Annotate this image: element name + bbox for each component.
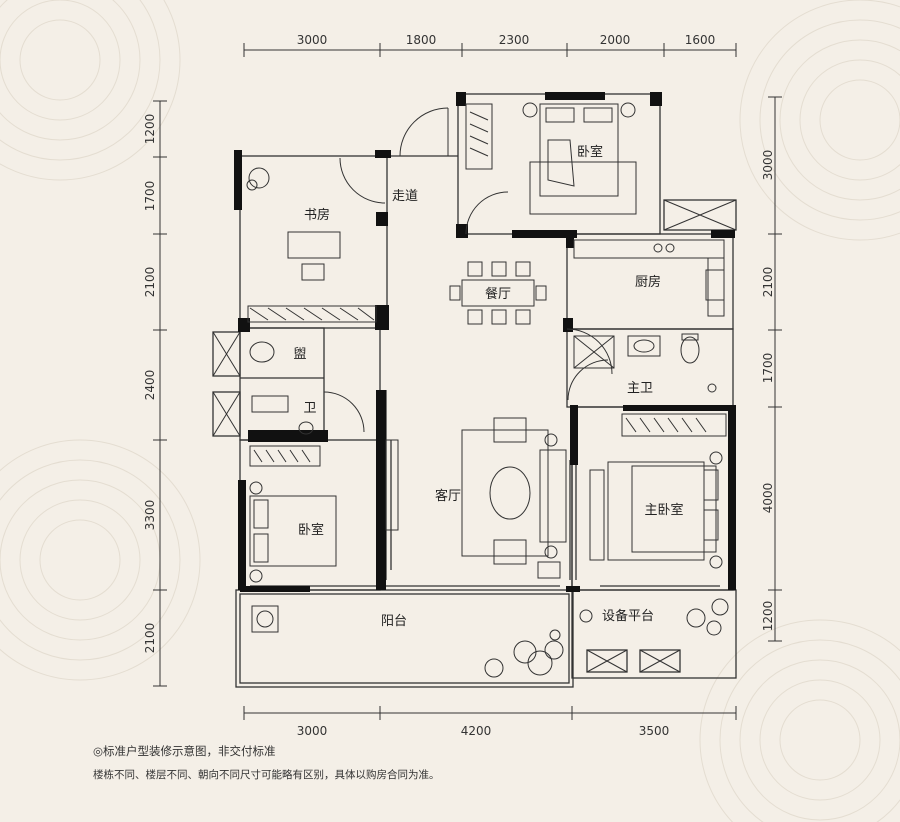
label-bedroom-left: 卧室 bbox=[298, 522, 324, 538]
disclaimer-line-1: ◎标准户型装修示意图，非交付标准 bbox=[93, 744, 276, 758]
washbasin bbox=[627, 335, 661, 357]
study-door-swing bbox=[339, 157, 386, 204]
dim-right-3: 1700 bbox=[761, 353, 775, 384]
washing-machine-icon bbox=[251, 605, 279, 633]
kitchen-counter bbox=[573, 239, 725, 259]
label-bathroom: 卫 bbox=[303, 401, 316, 416]
toilet-icon bbox=[680, 336, 700, 364]
dim-left-4: 2400 bbox=[143, 370, 157, 401]
arc-group-bottom-left bbox=[0, 439, 201, 681]
dimension-labels-right: 3000 2100 1700 4000 1200 bbox=[761, 150, 775, 632]
dining-table bbox=[461, 279, 535, 307]
shower-stall bbox=[573, 335, 615, 369]
label-balcony: 阳台 bbox=[381, 614, 407, 629]
dimension-labels-left: 1200 1700 2100 2400 3300 2100 bbox=[143, 114, 157, 654]
coffee-table bbox=[489, 466, 531, 520]
master-bath-door-swing bbox=[567, 359, 609, 401]
arc-group-top-right bbox=[739, 0, 900, 241]
label-bedroom-top: 卧室 bbox=[577, 144, 603, 160]
dim-bottom-2: 4200 bbox=[461, 724, 492, 738]
label-dining: 餐厅 bbox=[485, 286, 511, 302]
dim-top-5: 1600 bbox=[685, 33, 716, 47]
tv-cabinet bbox=[385, 439, 399, 531]
label-master-bath: 主卫 bbox=[627, 381, 653, 396]
dim-right-4: 4000 bbox=[761, 483, 775, 514]
rug-top bbox=[529, 161, 637, 215]
label-washroom: 盥 bbox=[293, 347, 306, 362]
dim-top-2: 1800 bbox=[406, 33, 437, 47]
dim-left-3: 2100 bbox=[143, 267, 157, 298]
label-living: 客厅 bbox=[435, 488, 461, 504]
bathtub-icon bbox=[251, 395, 289, 413]
dimension-lines bbox=[153, 43, 782, 720]
dim-top-4: 2000 bbox=[600, 33, 631, 47]
small-bath-door-swing bbox=[323, 391, 365, 433]
plant-icon bbox=[248, 167, 270, 189]
wardrobe-left bbox=[249, 445, 321, 467]
dim-left-5: 3300 bbox=[143, 500, 157, 531]
arc-group-top-left bbox=[0, 0, 181, 181]
dim-right-1: 3000 bbox=[761, 150, 775, 181]
bed-master bbox=[631, 465, 717, 553]
label-study: 书房 bbox=[304, 207, 330, 223]
basin-icon bbox=[249, 341, 275, 363]
dim-right-2: 2100 bbox=[761, 267, 775, 298]
arc-group-bottom-right bbox=[699, 619, 900, 822]
study-desk bbox=[287, 231, 341, 259]
bedroom-door-swing bbox=[465, 191, 509, 235]
dim-bottom-3: 3500 bbox=[639, 724, 670, 738]
sofa bbox=[539, 449, 567, 543]
thick-walls bbox=[234, 92, 736, 592]
bed-left bbox=[249, 495, 337, 567]
entry-door-swing bbox=[399, 107, 449, 157]
dim-right-5: 1200 bbox=[761, 601, 775, 632]
room-labels: 卧室 走道 书房 餐厅 厨房 盥 卫 主卫 客厅 卧室 主卧室 阳台 设备平台 bbox=[293, 144, 683, 629]
living-rug bbox=[461, 429, 549, 557]
dimension-labels-top: 3000 1800 2300 2000 1600 bbox=[297, 33, 716, 47]
wardrobe-master bbox=[621, 413, 727, 437]
dimension-labels-bottom: 3000 4200 3500 bbox=[297, 724, 670, 738]
thin-walls bbox=[212, 93, 737, 688]
door-swings bbox=[323, 107, 613, 433]
wardrobe-top bbox=[465, 103, 493, 170]
dim-bottom-1: 3000 bbox=[297, 724, 328, 738]
label-kitchen: 厨房 bbox=[635, 274, 661, 290]
bed-top bbox=[539, 103, 619, 197]
dim-top-3: 2300 bbox=[499, 33, 530, 47]
study-chair bbox=[301, 263, 325, 281]
label-corridor: 走道 bbox=[392, 189, 418, 204]
dim-left-2: 1700 bbox=[143, 181, 157, 212]
disclaimer-line-2: 楼栋不同、楼层不同、朝向不同尺寸可能略有区别，具体以购房合同为准。 bbox=[93, 769, 440, 781]
furniture bbox=[212, 102, 737, 678]
dim-left-6: 2100 bbox=[143, 623, 157, 654]
dim-left-1: 1200 bbox=[143, 114, 157, 145]
study-shelf bbox=[247, 305, 377, 323]
label-equipment-platform: 设备平台 bbox=[602, 608, 654, 624]
label-master-bedroom: 主卧室 bbox=[644, 502, 683, 518]
dim-top-1: 3000 bbox=[297, 33, 328, 47]
kitchen-sink bbox=[705, 269, 725, 301]
